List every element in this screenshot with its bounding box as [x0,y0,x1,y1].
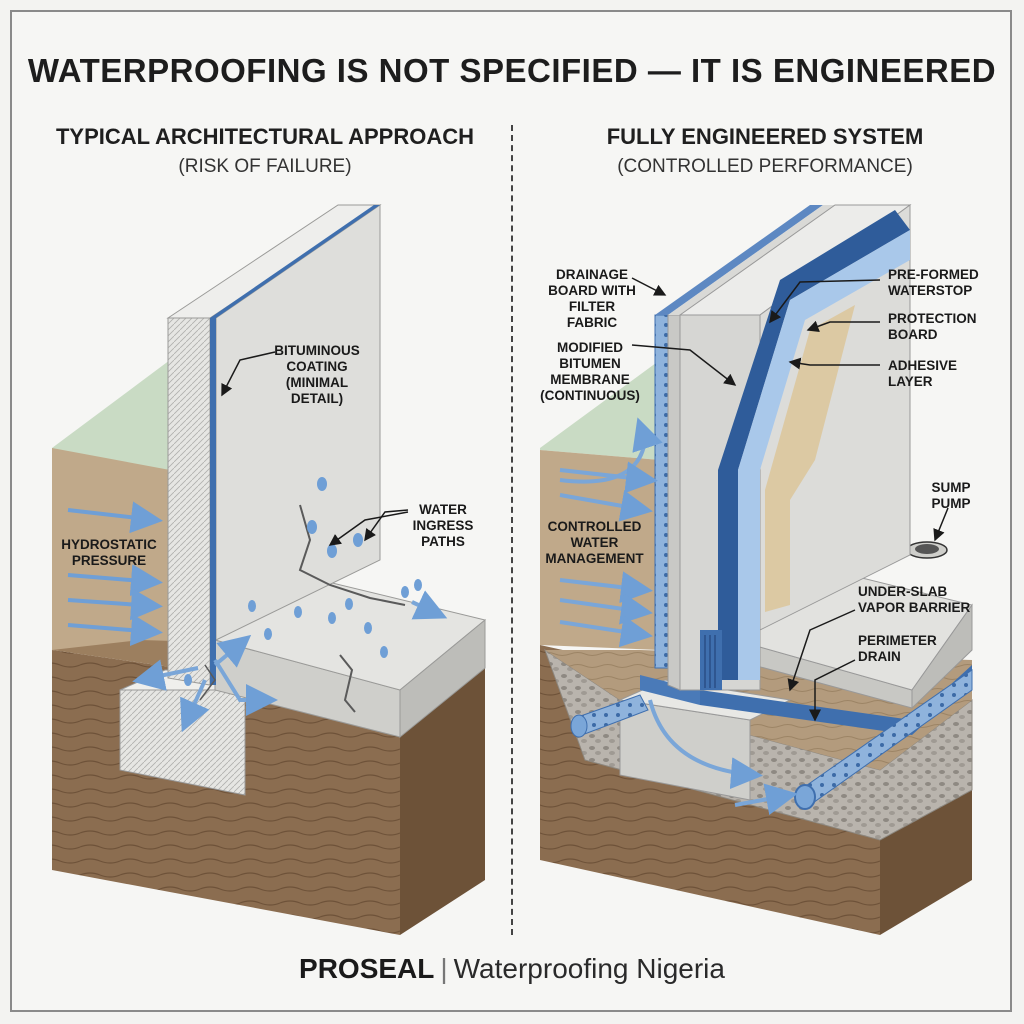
footer-brand: PROSEAL [299,953,435,984]
label-preformed-waterstop: PRE-FORMED WATERSTOP [888,267,979,298]
right-panel-title: FULLY ENGINEERED SYSTEM [606,124,924,149]
label-water-ingress-paths: WATER INGRESS PATHS [412,502,474,549]
page-title: WATERPROOFING IS NOT SPECIFIED — IT IS E… [27,52,997,89]
label-modified-bitumen-membrane: MODIFIED BITUMEN MEMBRANE (CONTINUOUS) [540,340,640,403]
left-panel-subtitle: (RISK OF FAILURE) [178,156,352,177]
footer: PROSEAL|Waterproofing Nigeria [0,953,1024,985]
label-drainage-board: DRAINAGE BOARD WITH FILTER FABRIC [548,267,636,330]
right-scene [540,204,973,935]
footer-tagline: Waterproofing Nigeria [453,953,725,984]
label-protection-board: PROTECTION BOARD [888,311,977,342]
panel-divider [511,125,513,935]
label-under-slab-vapor-barrier: UNDER-SLAB VAPOR BARRIER [858,584,971,615]
right-panel-subtitle: (CONTROLLED PERFORMANCE) [617,156,913,177]
left-scene [52,204,487,935]
label-bituminous-coating: BITUMINOUS COATING (MINIMAL DETAIL) [274,343,360,406]
label-perimeter-drain: PERIMETER DRAIN [858,633,937,664]
label-adhesive-layer: ADHESIVE LAYER [888,358,958,389]
perimeter-drain-pipes [570,669,973,810]
footer-separator: | [440,953,448,984]
label-hydrostatic-pressure: HYDROSTATIC PRESSURE [61,537,157,568]
label-controlled-water-management: CONTROLLED WATER MANAGEMENT [545,519,644,566]
left-panel-title: TYPICAL ARCHITECTURAL APPROACH [55,124,474,149]
label-sump-pump: SUMP PUMP [931,480,971,511]
